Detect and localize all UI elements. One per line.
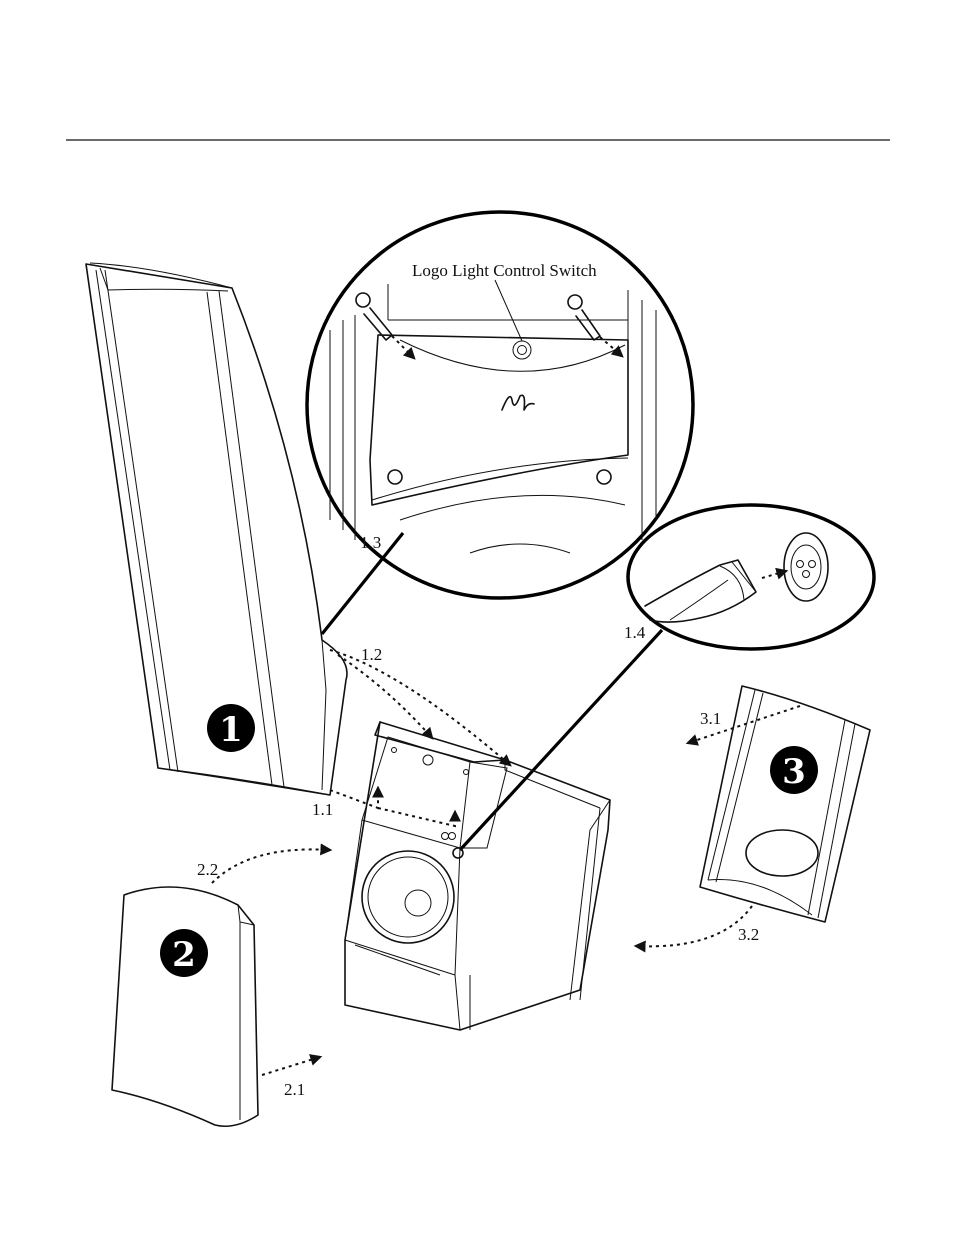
grille-part-2	[112, 887, 258, 1126]
part-badge-3: 3	[770, 746, 818, 794]
connector-callout	[628, 505, 874, 649]
arrow-2-1	[262, 1057, 320, 1075]
part-badge-2: 2	[160, 929, 208, 977]
leader-1-4	[460, 630, 662, 850]
step-label-3-1: 3.1	[700, 709, 721, 728]
arrow-1-2-b	[338, 655, 432, 738]
arrow-1-1-b	[378, 808, 455, 826]
step-label-1-2: 1.2	[361, 645, 382, 664]
step-label-2-2: 2.2	[197, 860, 218, 879]
part-badge-1: 1	[207, 704, 255, 752]
svg-text:2: 2	[172, 935, 196, 975]
svg-text:3: 3	[782, 752, 806, 792]
rear-panel-part-3	[700, 686, 870, 922]
arrow-2-2	[212, 849, 330, 883]
step-label-1-3: 1.3	[360, 533, 381, 552]
step-label-1-4: 1.4	[624, 623, 646, 642]
step-label-2-1: 2.1	[284, 1080, 305, 1099]
step-label-1-1: 1.1	[312, 800, 333, 819]
callout-title: Logo Light Control Switch	[412, 261, 597, 280]
base-cabinet	[345, 722, 610, 1030]
arrow-3-2	[636, 906, 752, 946]
step-label-3-2: 3.2	[738, 925, 759, 944]
svg-text:1: 1	[219, 710, 243, 750]
